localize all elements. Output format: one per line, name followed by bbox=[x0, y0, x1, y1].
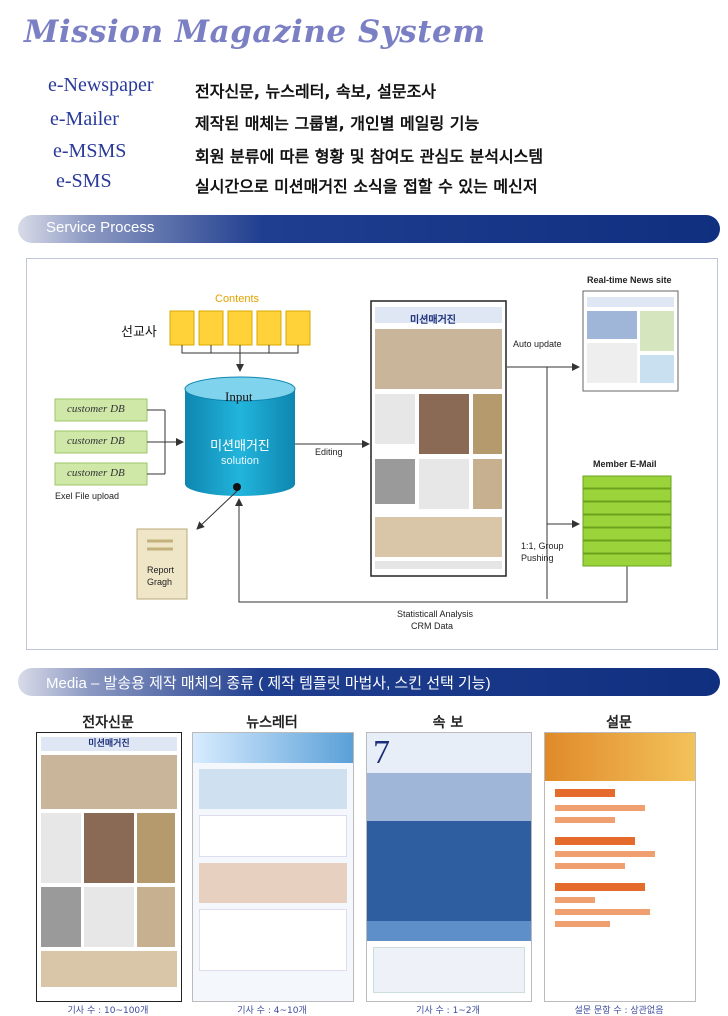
service-desc-emsms: 회원 분류에 따른 형황 및 참여도 관심도 분석시스템 bbox=[195, 147, 544, 166]
service-process-bar: Service Process bbox=[18, 215, 720, 243]
customer-db-label-3: customer DB bbox=[67, 467, 125, 479]
customer-db-label-2: customer DB bbox=[67, 435, 125, 447]
media-title-newsletter: 뉴스레터 bbox=[246, 715, 298, 731]
database-cylinder-icon bbox=[184, 376, 296, 496]
customer-db-label-1: customer DB bbox=[67, 403, 125, 415]
member-email-label: Member E-Mail bbox=[593, 459, 657, 469]
service-desc-enewspaper: 전자신문, 뉴스레터, 속보, 설문조사 bbox=[195, 82, 437, 101]
service-label-esms: e-SMS bbox=[56, 170, 112, 192]
media-count-survey: 설문 문항 수 : 상관없음 bbox=[574, 1006, 664, 1016]
newspaper-masthead: 미션매거진 bbox=[410, 315, 456, 326]
media-newspaper-masthead: 미션매거진 bbox=[41, 737, 177, 751]
process-diagram-panel: Contents 선교사 Input 미션매거진 solution custom… bbox=[26, 258, 718, 650]
media-title-survey: 설문 bbox=[606, 715, 632, 731]
customer-db-boxes bbox=[54, 398, 184, 486]
service-label-enewspaper: e-Newspaper bbox=[48, 74, 154, 96]
media-thumb-breaking: 7 bbox=[366, 732, 532, 1002]
process-diagram bbox=[54, 290, 679, 603]
realtime-news-site-preview bbox=[582, 290, 679, 392]
input-label: Input bbox=[225, 389, 253, 404]
media-thumb-newspaper: 미션매거진 bbox=[36, 732, 182, 1002]
pushing-label-2: Pushing bbox=[521, 553, 554, 563]
media-count-breaking: 기사 수 : 1~2개 bbox=[416, 1006, 480, 1016]
solution-label-sub: solution bbox=[221, 455, 259, 467]
breaking-big-number: 7 bbox=[373, 734, 390, 771]
service-process-title: Service Process bbox=[46, 219, 155, 236]
stats-label-2: CRM Data bbox=[411, 621, 454, 631]
member-email-stack-icon bbox=[582, 475, 672, 567]
media-title-newspaper: 전자신문 bbox=[82, 715, 134, 731]
missionary-label: 선교사 bbox=[121, 325, 157, 340]
stats-label-1: Statisticall Analysis bbox=[397, 609, 474, 619]
service-label-emailer: e-Mailer bbox=[50, 108, 119, 130]
auto-update-label: Auto update bbox=[513, 339, 562, 349]
media-count-newspaper: 기사 수 : 10~100개 bbox=[67, 1006, 149, 1016]
graph-label: Gragh bbox=[147, 577, 173, 587]
excel-upload-label: Exel File upload bbox=[55, 491, 120, 501]
media-thumb-survey bbox=[544, 732, 696, 1002]
pushing-label-1: 1:1, Group bbox=[521, 541, 564, 551]
media-title-breaking: 속 보 bbox=[432, 715, 464, 731]
realtime-news-label: Real-time News site bbox=[587, 275, 672, 285]
media-count-newsletter: 기사 수 : 4~10개 bbox=[237, 1006, 307, 1016]
newspaper-preview bbox=[370, 300, 507, 577]
service-desc-esms: 실시간으로 미션매거진 소식을 접할 수 있는 메신저 bbox=[195, 177, 538, 196]
contents-boxes bbox=[169, 310, 311, 372]
media-bar: Media – 발송용 제작 매체의 종류 ( 제작 템플릿 마법사, 스킨 선… bbox=[18, 668, 720, 696]
report-document-icon bbox=[136, 528, 188, 600]
media-thumb-newsletter bbox=[192, 732, 354, 1002]
page-title: Mission Magazine System bbox=[24, 14, 486, 50]
report-label: Report bbox=[147, 565, 175, 575]
contents-label: Contents bbox=[215, 293, 260, 305]
media-title: Media – 발송용 제작 매체의 종류 ( 제작 템플릿 마법사, 스킨 선… bbox=[46, 675, 491, 692]
solution-label-main: 미션매거진 bbox=[210, 439, 270, 454]
editing-label: Editing bbox=[315, 447, 343, 457]
service-desc-emailer: 제작된 매체는 그룹별, 개인별 메일링 기능 bbox=[195, 114, 480, 133]
service-label-emsms: e-MSMS bbox=[53, 140, 127, 162]
